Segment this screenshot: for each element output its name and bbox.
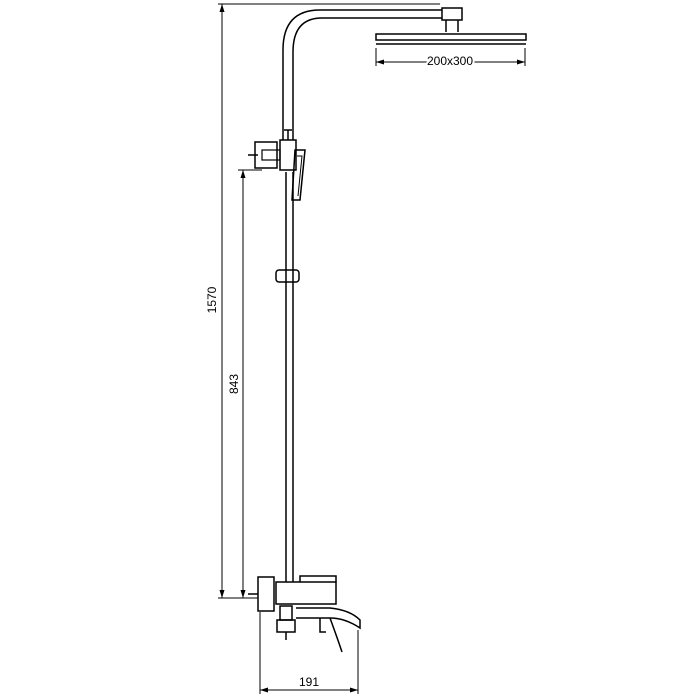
total-height-dimension: 1570: [205, 3, 440, 599]
handshower-holder: [248, 129, 297, 171]
riser-pipe: [282, 9, 442, 582]
shower-arm-connector: [441, 7, 463, 32]
total-height-label: 1570: [205, 286, 219, 313]
bath-mixer: [248, 575, 337, 640]
hand-shower: [291, 149, 306, 201]
sliding-bracket: [275, 269, 300, 283]
bath-spout: [296, 607, 361, 653]
head-size-label: 200x300: [427, 54, 473, 68]
handshower-height-dimension: 843: [227, 169, 262, 598]
spout-projection-dimension: 191: [259, 612, 359, 694]
handshower-height-label: 843: [227, 374, 241, 394]
head-size-dimension: 200x300: [375, 48, 526, 70]
overhead-shower-head: [375, 33, 527, 45]
spout-projection-label: 191: [299, 675, 319, 689]
